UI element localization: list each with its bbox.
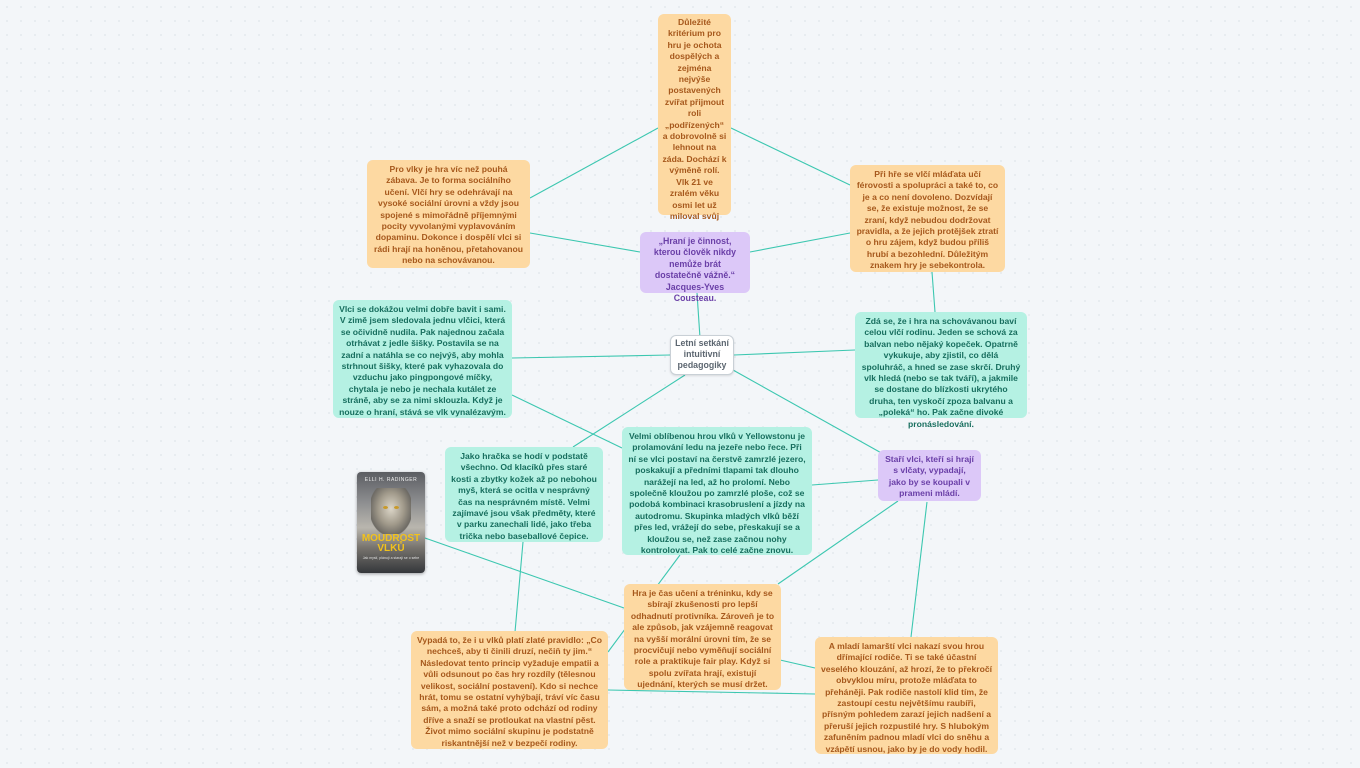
link-old-learning xyxy=(777,500,899,585)
node-text: Jako hračka se hodí v podstatě všechno. … xyxy=(451,451,597,541)
link-book-learning xyxy=(424,537,625,609)
node-text: Hra je čas učení a tréninku, kdy se sbír… xyxy=(630,588,775,690)
node-golden-rule[interactable]: Vypadá to, že i u vlků platí zlaté pravi… xyxy=(411,631,608,749)
book-author: ELLI H. RADINGER xyxy=(364,477,418,483)
node-text: A mladí lamarští vlci nakazí svou hrou d… xyxy=(821,641,992,754)
link-left-teal-yellowstone xyxy=(511,394,623,449)
node-hide-and-seek[interactable]: Zdá se, že i hra na schovávanou baví cel… xyxy=(855,312,1027,429)
wolf-right-eye xyxy=(394,506,399,509)
link-left-orange-top xyxy=(529,127,659,199)
node-text: „Hraní je činnost, kterou člověk nikdy n… xyxy=(653,236,737,304)
node-fairness[interactable]: Při hře se vlčí mláďata učí férovosti a … xyxy=(850,165,1005,272)
link-center-left-teal xyxy=(511,354,671,359)
link-right-orange-right-teal xyxy=(931,271,936,313)
book-cover-image[interactable]: ELLI H. RADINGER MOUDROST VLKŮ Jak myslí… xyxy=(357,472,425,573)
link-center-toy xyxy=(572,374,686,448)
link-top-right-orange xyxy=(730,127,851,186)
book-subtitle: Jak myslí, plánují a starají se o sebe xyxy=(362,556,420,560)
book-title-line1: MOUDROST xyxy=(361,533,421,544)
link-yellowstone-old xyxy=(811,479,879,486)
node-toys[interactable]: Jako hračka se hodí v podstatě všechno. … xyxy=(445,447,603,542)
node-social-learning[interactable]: Pro vlky je hra víc než pouhá zábava. Je… xyxy=(367,160,530,268)
node-wolf-alone[interactable]: Vlci se dokážou velmi dobře bavit i sami… xyxy=(333,300,512,418)
link-learning-young xyxy=(779,659,816,669)
book-title-line2: VLKŮ xyxy=(377,543,405,554)
link-center-quote xyxy=(696,292,701,339)
node-text: Při hře se vlčí mláďata učí férovosti a … xyxy=(856,169,999,271)
wolf-left-eye xyxy=(383,506,388,509)
central-topic[interactable]: Letní setkání intuitivní pedagogiky xyxy=(670,335,734,375)
node-young-wolves[interactable]: A mladí lamarští vlci nakazí svou hrou d… xyxy=(815,637,998,754)
node-text: Staří vlci, kteří si hrají s vlčaty, vyp… xyxy=(885,454,974,499)
link-golden-young xyxy=(607,689,816,695)
central-topic-label: Letní setkání intuitivní pedagogiky xyxy=(675,338,729,370)
node-learning-training[interactable]: Hra je čas učení a tréninku, kdy se sbír… xyxy=(624,584,781,690)
node-top-criterion[interactable]: Důležité kritérium pro hru je ochota dos… xyxy=(658,14,731,221)
node-text: Zdá se, že i hra na schovávanou baví cel… xyxy=(861,316,1021,429)
node-text: Pro vlky je hra víc než pouhá zábava. Je… xyxy=(374,164,523,266)
node-old-wolves[interactable]: Staří vlci, kteří si hrají s vlčaty, vyp… xyxy=(878,450,981,501)
link-quote-left-orange xyxy=(529,232,641,253)
link-quote-right-orange xyxy=(749,232,851,253)
node-text: Vypadá to, že i u vlků platí zlaté pravi… xyxy=(417,635,602,748)
book-title: MOUDROST VLKŮ xyxy=(357,534,425,554)
node-cousteau-quote[interactable]: „Hraní je činnost, kterou člověk nikdy n… xyxy=(640,232,750,303)
link-center-old xyxy=(732,369,886,456)
wolf-face-illustration xyxy=(371,488,411,534)
link-toy-golden xyxy=(514,541,524,633)
node-text: Důležité kritérium pro hru je ochota dos… xyxy=(662,17,727,221)
node-yellowstone[interactable]: Velmi oblíbenou hrou vlků v Yellowstonu … xyxy=(622,427,812,555)
node-text: Vlci se dokážou velmi dobře bavit i sami… xyxy=(339,304,506,417)
node-text: Velmi oblíbenou hrou vlků v Yellowstonu … xyxy=(628,431,806,556)
link-center-right-teal xyxy=(733,349,856,356)
link-old-young xyxy=(910,501,928,638)
